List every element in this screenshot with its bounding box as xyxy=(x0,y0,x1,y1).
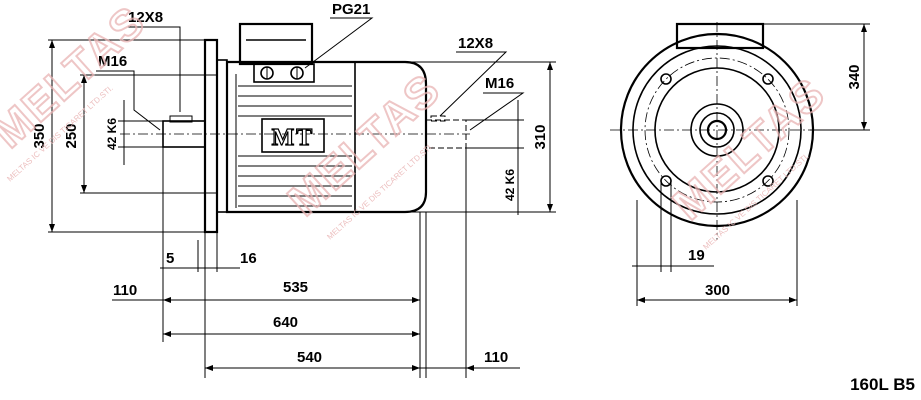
dim-frame-height: 310 xyxy=(532,124,549,149)
flange xyxy=(203,38,219,234)
dim-hole-dia: 19 xyxy=(688,247,705,264)
label-key-right: 12X8 xyxy=(458,35,493,52)
dim-shaft-dia-right: 42 K6 xyxy=(503,169,517,201)
model-label: 160L B5 xyxy=(850,375,915,394)
side-dimensions: 350 250 42 K6 M16 12X8 PG21 12X8 M16 42 … xyxy=(31,1,556,378)
dim-shaft-length-left: 110 xyxy=(113,282,137,299)
flange-spigot xyxy=(216,59,228,213)
label-thread-right: M16 xyxy=(485,75,514,92)
end-view: 340 19 300 xyxy=(610,22,870,306)
left-key xyxy=(169,115,193,123)
dim-body-length: 535 xyxy=(283,279,308,296)
label-thread-left: M16 xyxy=(98,53,127,70)
dim-overall-length: 640 xyxy=(273,314,298,331)
dim-flange-height: 350 xyxy=(31,123,48,148)
nameplate xyxy=(261,118,325,153)
terminal-box xyxy=(238,22,314,66)
right-shaft xyxy=(425,119,467,149)
cooling-fins xyxy=(235,74,352,208)
dim-flange-step: 5 xyxy=(166,250,174,267)
dim-shaft-length-right: 110 xyxy=(484,349,508,366)
nameplate-logo: MT xyxy=(272,125,315,151)
label-cable-gland: PG21 xyxy=(332,1,370,18)
dim-length-540: 540 xyxy=(297,349,322,366)
dim-end-height: 340 xyxy=(846,64,863,89)
dim-spigot-dia: 250 xyxy=(63,123,80,148)
dim-shaft-dia-left: 42 K6 xyxy=(105,118,119,150)
dim-pcd: 300 xyxy=(705,282,730,299)
motor-body xyxy=(225,60,428,214)
dim-flange-thickness: 16 xyxy=(240,250,257,267)
cable-gland-plate xyxy=(253,63,315,83)
side-view: MT xyxy=(120,22,470,234)
end-terminal-box xyxy=(675,22,765,50)
label-key-left: 12X8 xyxy=(128,9,163,26)
